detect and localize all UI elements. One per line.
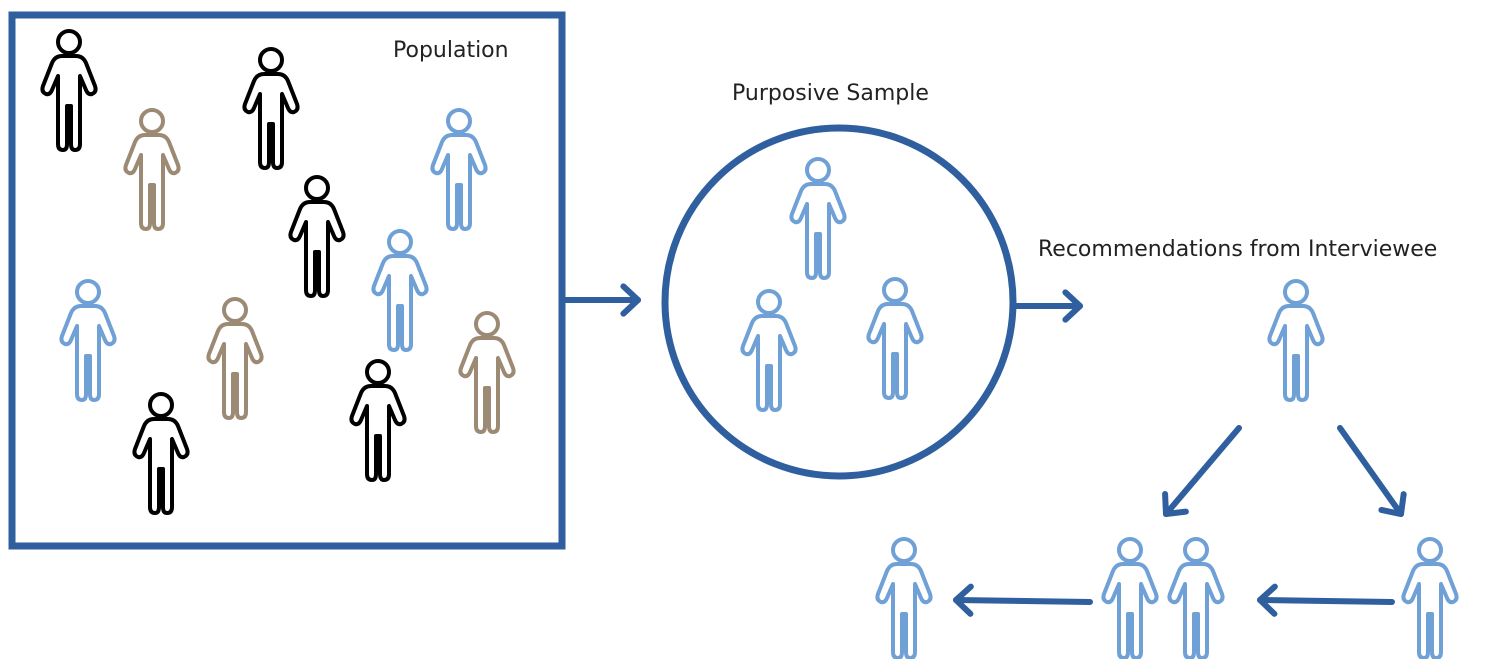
population-person-icon — [206, 297, 264, 420]
population-person-icon — [132, 392, 190, 515]
population-person-icon — [430, 108, 488, 231]
population-person-icon — [288, 175, 346, 298]
arrow-icon — [1257, 583, 1395, 617]
population-person-icon — [458, 311, 516, 434]
population-person-icon — [349, 359, 407, 482]
referral-person-icon — [1267, 279, 1325, 402]
arrow-icon — [1162, 425, 1242, 517]
population-frame — [8, 11, 566, 550]
purposive-sample-circle — [661, 124, 1017, 480]
sample-person-icon — [740, 289, 798, 412]
purposive-sample-label: Purposive Sample — [732, 81, 929, 106]
population-person-icon — [371, 229, 429, 352]
population-person-icon — [123, 108, 181, 231]
referral-person-icon — [875, 537, 933, 659]
referral-person-icon — [1167, 537, 1225, 659]
population-person-icon — [40, 29, 98, 152]
arrow-icon — [1011, 289, 1083, 323]
sample-person-icon — [866, 277, 924, 400]
sample-person-icon — [789, 157, 847, 280]
population-person-icon — [59, 279, 117, 402]
arrow-icon — [563, 283, 641, 317]
population-person-icon — [242, 47, 300, 170]
referral-person-icon — [1101, 537, 1159, 659]
arrow-icon — [1337, 425, 1407, 517]
referral-person-icon — [1401, 537, 1459, 659]
recommendations-label: Recommendations from Interviewee — [1038, 237, 1438, 262]
population-label: Population — [393, 38, 509, 63]
arrow-icon — [953, 583, 1093, 617]
